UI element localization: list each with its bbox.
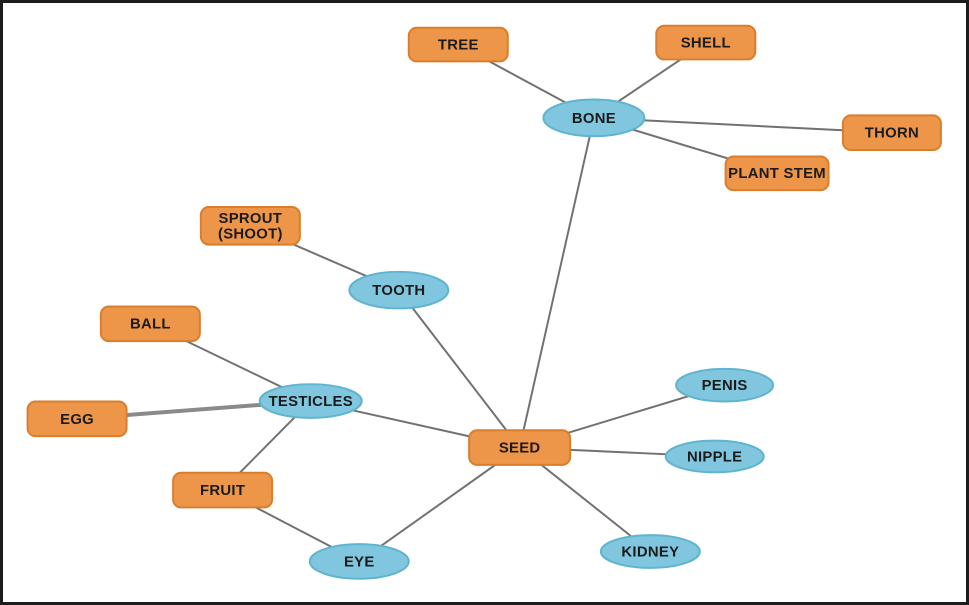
edge-tooth-seed: [398, 289, 521, 449]
node-shell-shape: [655, 24, 757, 61]
node-eye-label: EYE: [344, 554, 375, 570]
edge-bone-seed: [518, 117, 595, 448]
node-penis-label: PENIS: [702, 378, 748, 394]
node-plant-stem-shape: [724, 155, 830, 192]
node-seed: SEED: [468, 429, 572, 466]
node-sprout: SPROUT(SHOOT): [199, 205, 301, 246]
node-fruit: FRUIT: [172, 471, 274, 509]
node-eye: EYE: [308, 543, 410, 580]
node-penis-shape: [675, 367, 775, 403]
node-ball-label: BALL: [130, 317, 171, 333]
node-bone-label: BONE: [572, 111, 616, 127]
node-bone-shape: [542, 98, 646, 138]
node-penis: PENIS: [675, 367, 775, 403]
node-nipple-shape: [664, 439, 765, 474]
node-kidney: KIDNEY: [599, 534, 701, 569]
edge-seed-eye: [358, 446, 521, 563]
node-tree: TREE: [407, 26, 509, 63]
node-eye-shape: [308, 543, 410, 580]
node-shell: SHELL: [655, 24, 757, 61]
node-sprout-label: SPROUT(SHOOT): [218, 211, 283, 243]
node-seed-label: SEED: [499, 440, 541, 456]
node-egg-label: EGG: [60, 412, 94, 428]
node-tooth-label: TOOTH: [372, 283, 425, 299]
node-egg-shape: [26, 400, 128, 438]
node-kidney-shape: [599, 534, 701, 569]
node-testicles-shape: [258, 383, 363, 419]
node-egg: EGG: [26, 400, 128, 438]
node-tooth-shape: [348, 270, 450, 310]
node-ball-shape: [99, 305, 201, 343]
node-plant-stem: PLANT STEM: [724, 155, 830, 192]
graph-canvas: TREE SHELL BONE THORN PLANT STEM SPROUT(SHOOT…: [26, 24, 942, 580]
node-tree-label: TREE: [438, 38, 479, 54]
node-kidney-label: KIDNEY: [621, 544, 679, 560]
node-fruit-shape: [172, 471, 274, 509]
node-sprout-shape: [199, 205, 301, 246]
node-plant-stem-label: PLANT STEM: [728, 166, 826, 182]
node-thorn-shape: [841, 114, 942, 152]
node-bone: BONE: [542, 98, 646, 138]
node-ball: BALL: [99, 305, 201, 343]
node-fruit-label: FRUIT: [200, 483, 245, 499]
node-tooth: TOOTH: [348, 270, 450, 310]
node-nipple: NIPPLE: [664, 439, 765, 474]
node-testicles-label: TESTICLES: [269, 394, 353, 410]
node-tree-shape: [407, 26, 509, 63]
node-nipple-label: NIPPLE: [687, 449, 742, 465]
node-thorn: THORN: [841, 114, 942, 152]
node-seed-shape: [468, 429, 572, 466]
node-testicles: TESTICLES: [258, 383, 363, 419]
node-shell-label: SHELL: [681, 36, 731, 52]
node-thorn-label: THORN: [865, 126, 919, 142]
